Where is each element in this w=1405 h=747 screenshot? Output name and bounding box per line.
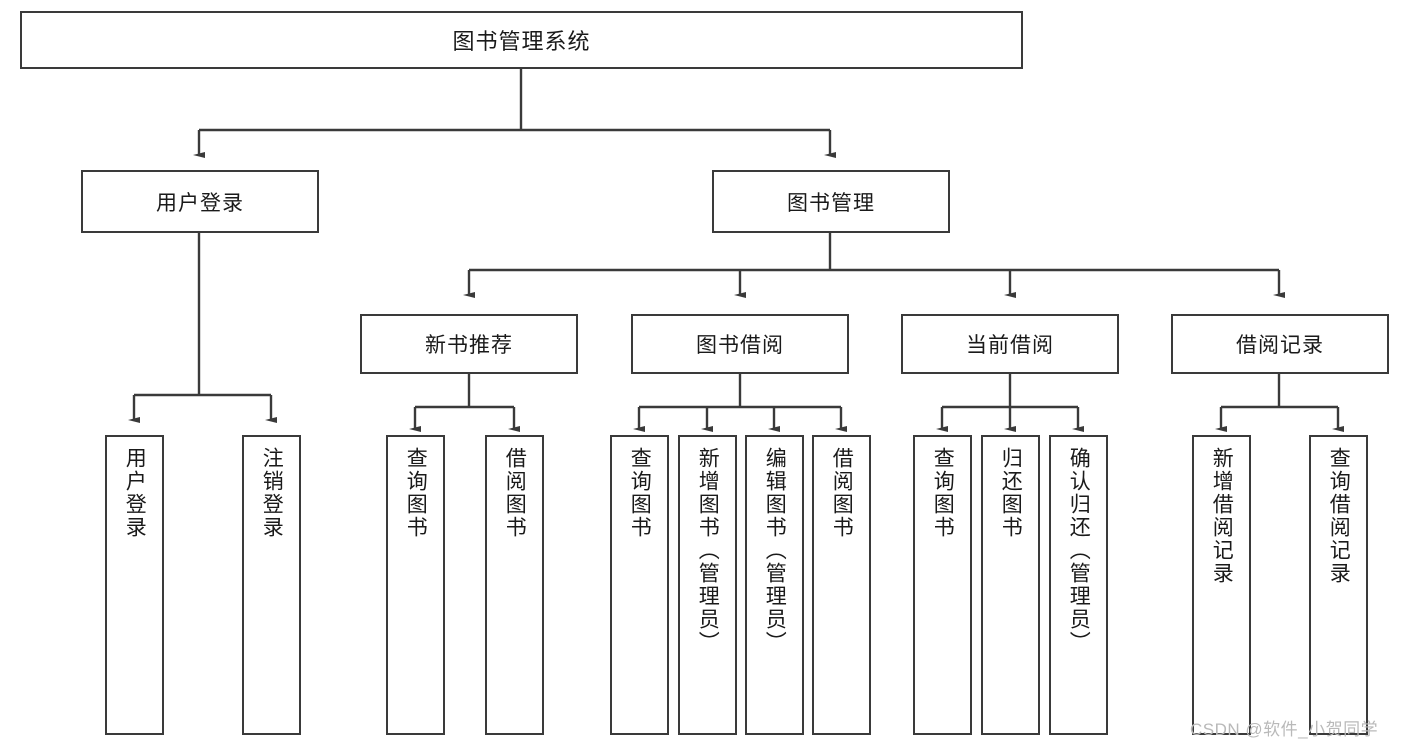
node-label: 用户登录 [156,191,244,215]
leaf-label: 新增借阅记录 [1210,447,1234,585]
leaf-query-book-borrow[interactable]: 查询图书 [610,435,669,735]
leaf-label: 借阅图书 [830,447,854,539]
leaf-confirm-return-admin[interactable]: 确认归还（管理员） [1049,435,1108,735]
leaf-borrow-book-recommend[interactable]: 借阅图书 [485,435,544,735]
watermark: CSDN @软件_小贺同学 [1190,720,1379,739]
leaf-label: 编辑图书（管理员） [763,447,787,654]
leaf-add-book-admin[interactable]: 新增图书（管理员） [678,435,737,735]
leaf-label: 查询图书 [628,447,652,539]
node-label: 当前借阅 [966,334,1054,357]
leaf-borrow-book[interactable]: 借阅图书 [812,435,871,735]
leaf-add-borrow-record[interactable]: 新增借阅记录 [1192,435,1251,735]
node-book-borrow[interactable]: 图书借阅 [631,314,849,374]
node-current-borrow[interactable]: 当前借阅 [901,314,1119,374]
leaf-query-borrow-record[interactable]: 查询借阅记录 [1309,435,1368,735]
leaf-label: 新增图书（管理员） [696,447,720,654]
leaf-query-book-current[interactable]: 查询图书 [913,435,972,735]
leaf-label: 用户登录 [123,447,147,539]
leaf-query-book-recommend[interactable]: 查询图书 [386,435,445,735]
leaf-return-book[interactable]: 归还图书 [981,435,1040,735]
node-new-book-recommend[interactable]: 新书推荐 [360,314,578,374]
leaf-user-login[interactable]: 用户登录 [105,435,164,735]
node-book-management[interactable]: 图书管理 [712,170,950,233]
node-label: 图书管理 [787,191,875,215]
leaf-label: 查询图书 [404,447,428,539]
node-user-login[interactable]: 用户登录 [81,170,319,233]
leaf-edit-book-admin[interactable]: 编辑图书（管理员） [745,435,804,735]
node-label: 借阅记录 [1236,334,1324,357]
node-borrow-record[interactable]: 借阅记录 [1171,314,1389,374]
leaf-label: 注销登录 [260,447,284,539]
node-root-book-management-system[interactable]: 图书管理系统 [20,11,1023,69]
leaf-logout[interactable]: 注销登录 [242,435,301,735]
node-label: 图书借阅 [696,334,784,357]
leaf-label: 查询图书 [931,447,955,539]
leaf-label: 借阅图书 [503,447,527,539]
leaf-label: 归还图书 [999,447,1023,539]
leaf-label: 查询借阅记录 [1327,447,1351,585]
node-label: 图书管理系统 [452,29,591,54]
leaf-label: 确认归还（管理员） [1067,447,1091,654]
node-label: 新书推荐 [425,334,513,357]
